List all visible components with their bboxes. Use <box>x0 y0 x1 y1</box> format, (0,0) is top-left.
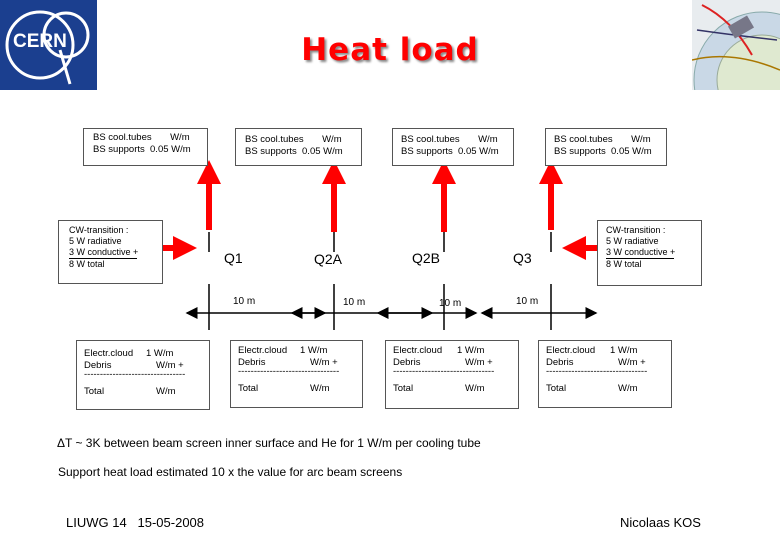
cw-radiative: 5 W radiative <box>69 236 122 246</box>
supports-label: BS supports 0.05 W/m <box>245 146 343 157</box>
cw-transition-right: CW-transition : 5 W radiative 3 W conduc… <box>597 220 702 286</box>
cw-title: CW-transition : <box>69 225 129 235</box>
electron-cloud-value: 1 W/m <box>300 345 328 356</box>
total-label: Total <box>238 383 259 394</box>
heat-arrows <box>163 160 597 260</box>
note-delta-t: ΔT ~ 3K between beam screen inner surfac… <box>57 436 481 450</box>
cern-logo-text: CERN <box>13 31 67 52</box>
electron-cloud-value: 1 W/m <box>146 348 174 359</box>
cooling-tube-label: BS cool.tubes W/m <box>93 132 190 143</box>
heat-box-2: BS cool.tubes W/m BS supports 0.05 W/m <box>235 128 362 166</box>
total-value: W/m <box>310 383 330 394</box>
slide-title: Heat load <box>301 32 479 68</box>
debris-label: Debris <box>546 357 574 368</box>
total-label: Total <box>84 386 105 397</box>
total-value: W/m <box>618 383 638 394</box>
cloud-box-1: Electr.cloud 1 W/m Debris W/m + ----------… <box>76 340 210 410</box>
total-label: Total <box>393 383 414 394</box>
debris-value: W/m + <box>310 357 338 368</box>
total-label: Total <box>546 383 567 394</box>
electron-cloud-label: Electr.cloud <box>238 345 288 356</box>
magnet-q2b: Q2B <box>412 250 441 266</box>
heat-box-1: BS cool.tubes W/m BS supports 0.05 W/m <box>83 128 208 166</box>
separator: -------------------------------- <box>238 369 340 377</box>
magnet-q3: Q3 <box>513 250 532 266</box>
detector-image <box>692 0 780 90</box>
magnet-q1: Q1 <box>224 250 243 266</box>
electron-cloud-label: Electr.cloud <box>84 348 134 359</box>
debris-value: W/m + <box>156 360 184 371</box>
total-value: W/m <box>465 383 485 394</box>
debris-label: Debris <box>393 357 421 368</box>
length-q2a: 10 m <box>343 297 366 308</box>
cern-logo: CERN <box>0 0 97 90</box>
cern-logo-icon <box>5 10 90 85</box>
cw-conductive: 3 W conductive + <box>606 247 676 259</box>
debris-label: Debris <box>238 357 266 368</box>
cloud-box-2: Electr.cloud 1 W/m Debris W/m + ----------… <box>230 340 363 408</box>
cooling-tube-label: BS cool.tubes W/m <box>401 134 498 145</box>
cw-transition-left: CW-transition : 5 W radiative 3 W conduc… <box>58 220 163 284</box>
cw-radiative: 5 W radiative <box>606 236 659 246</box>
separator: -------------------------------- <box>393 369 495 377</box>
note-support-heat: Support heat load estimated 10 x the val… <box>58 465 403 479</box>
cloud-box-3: Electr.cloud 1 W/m Debris W/m + ----------… <box>385 340 519 409</box>
footer-meeting: LIUWG 14 15-05-2008 <box>66 515 205 530</box>
length-q3: 10 m <box>516 296 539 307</box>
debris-value: W/m + <box>618 357 646 368</box>
electron-cloud-value: 1 W/m <box>457 345 485 356</box>
supports-label: BS supports 0.05 W/m <box>554 146 652 157</box>
electron-cloud-label: Electr.cloud <box>393 345 443 356</box>
cw-total: 8 W total <box>69 259 105 269</box>
magnet-q2a: Q2A <box>314 251 343 267</box>
heat-box-4: BS cool.tubes W/m BS supports 0.05 W/m <box>545 128 667 166</box>
footer-author: Nicolaas KOS <box>620 515 701 530</box>
heat-box-3: BS cool.tubes W/m BS supports 0.05 W/m <box>392 128 514 166</box>
debris-label: Debris <box>84 360 112 371</box>
debris-value: W/m + <box>465 357 493 368</box>
cw-total: 8 W total <box>606 259 642 269</box>
cloud-box-4: Electr.cloud 1 W/m Debris W/m + ----------… <box>538 340 672 408</box>
total-value: W/m <box>156 386 176 397</box>
cooling-tube-label: BS cool.tubes W/m <box>554 134 651 145</box>
length-q2b: 10 m <box>439 298 462 309</box>
cooling-tube-label: BS cool.tubes W/m <box>245 134 342 145</box>
electron-cloud-label: Electr.cloud <box>546 345 596 356</box>
separator: -------------------------------- <box>84 372 186 380</box>
detector-cross-section-icon <box>692 4 780 90</box>
supports-label: BS supports 0.05 W/m <box>401 146 499 157</box>
electron-cloud-value: 1 W/m <box>610 345 638 356</box>
separator: -------------------------------- <box>546 369 648 377</box>
supports-label: BS supports 0.05 W/m <box>93 144 191 155</box>
cw-title: CW-transition : <box>606 225 666 235</box>
length-q1: 10 m <box>233 296 256 307</box>
cw-conductive: 3 W conductive + <box>69 247 139 259</box>
